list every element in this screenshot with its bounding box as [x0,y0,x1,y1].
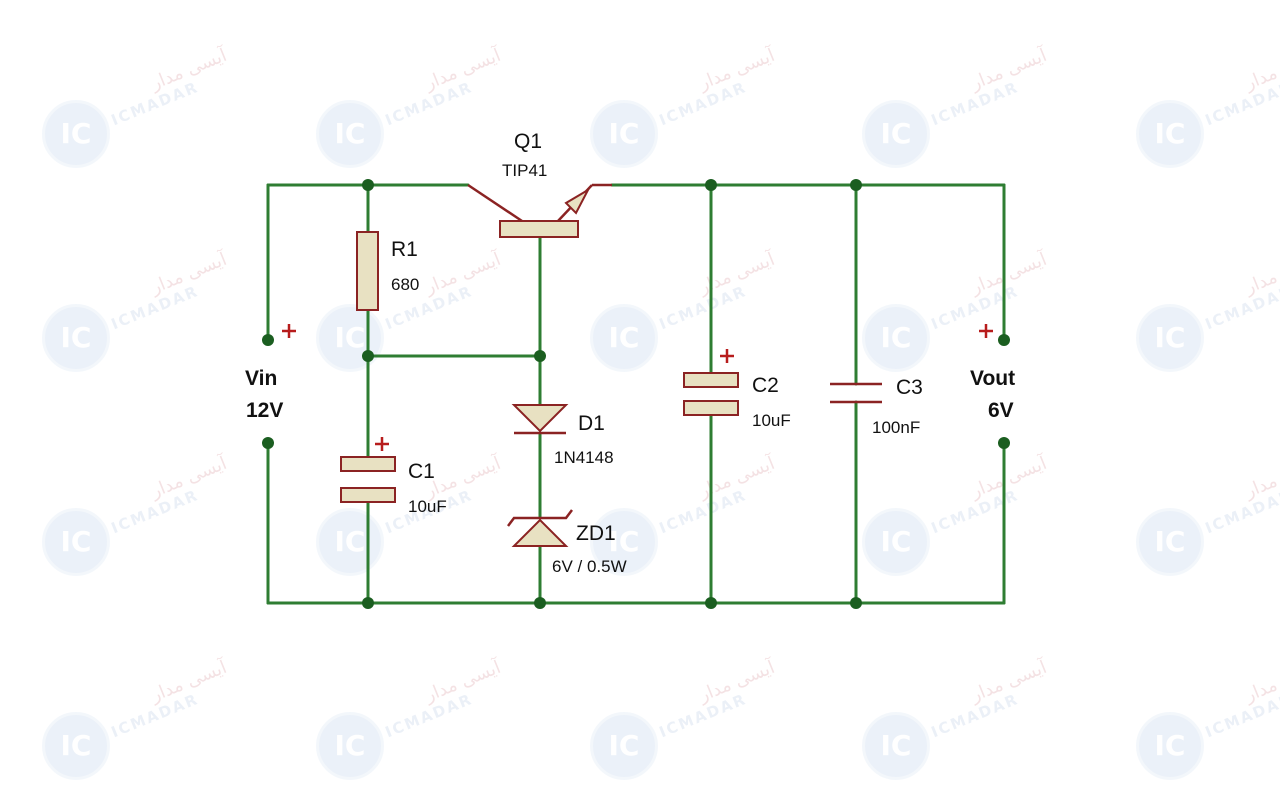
capacitor-c1: C1 10uF [340,437,447,516]
c1-value: 10uF [408,497,447,516]
capacitor-c2: C2 10uF [683,349,791,430]
zd1-triangle [511,518,569,547]
q1-emitter-arrow [564,187,591,215]
zener-zd1: ZD1 6V / 0.5W [507,509,627,576]
junction-node [705,597,717,609]
terminals [262,334,1010,449]
junctions [362,179,862,609]
r1-body [356,231,379,311]
vin-terminal-positive [262,334,274,346]
vin-value: 12V [246,399,283,422]
q1-base-bar [499,220,579,238]
junction-node [534,597,546,609]
junction-node [850,179,862,191]
r1-value: 680 [391,275,419,294]
capacitor-c3: C3 100nF [830,376,923,437]
vout-value: 6V [988,399,1014,422]
zd1-value: 6V / 0.5W [552,557,627,576]
r1-name: R1 [391,238,418,261]
c1-plate-negative [340,487,396,503]
port-vout: Vout 6V [970,324,1015,422]
c2-name: C2 [752,374,779,397]
q1-name: Q1 [514,130,542,153]
zd1-name: ZD1 [576,522,616,545]
junction-node [362,350,374,362]
junction-node [850,597,862,609]
junction-node [362,179,374,191]
junction-node [362,597,374,609]
q1-value: TIP41 [502,161,547,180]
c2-value: 10uF [752,411,791,430]
d1-triangle [511,404,569,433]
junction-node [705,179,717,191]
port-vin: Vin 12V [245,324,296,422]
zd1-cathode [507,509,573,527]
q1-collector [467,183,523,223]
vout-name: Vout [970,367,1015,390]
c2-plate-negative [683,400,739,416]
d1-value: 1N4148 [554,448,614,467]
c2-plate-positive [683,372,739,388]
vout-terminal-positive [998,334,1010,346]
vin-terminal-negative [262,437,274,449]
c3-name: C3 [896,376,923,399]
transistor-q1: Q1 TIP41 [467,130,612,238]
vin-name: Vin [245,367,277,390]
c3-value: 100nF [872,418,920,437]
c1-plate-positive [340,456,396,472]
junction-node [534,350,546,362]
resistor-r1: R1 680 [356,231,419,311]
vout-terminal-negative [998,437,1010,449]
c1-name: C1 [408,460,435,483]
d1-name: D1 [578,412,605,435]
diode-d1: D1 1N4148 [511,404,614,467]
